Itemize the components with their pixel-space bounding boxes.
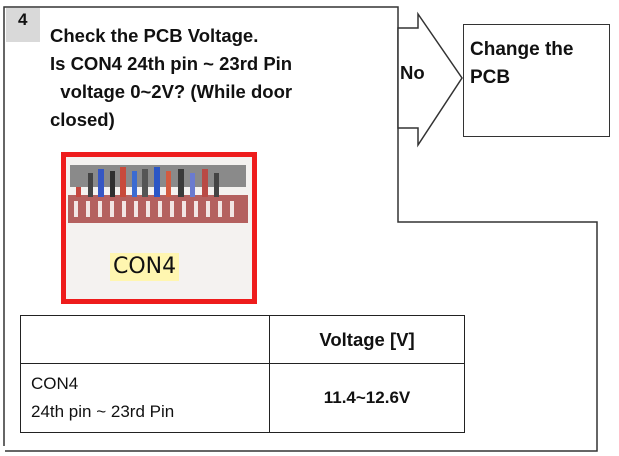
question-line: closed) — [50, 106, 398, 134]
parameter-line: 24th pin ~ 23rd Pin — [31, 398, 269, 426]
voltage-value-cell: 11.4~12.6V — [270, 364, 465, 433]
table-header-row: Voltage [V] — [21, 316, 465, 364]
question-line: Check the PCB Voltage. — [50, 22, 398, 50]
connector-photo: CON4 — [61, 152, 257, 304]
action-line: PCB — [470, 64, 609, 92]
question-line: voltage 0~2V? (While door — [50, 78, 398, 106]
no-branch-label: No — [400, 62, 425, 84]
table-header: Voltage [V] — [270, 316, 465, 364]
question-line: Is CON4 24th pin ~ 23rd Pin — [50, 50, 398, 78]
table-header — [21, 316, 270, 364]
question-text: Check the PCB Voltage. Is CON4 24th pin … — [50, 22, 398, 134]
step-number: 4 — [18, 10, 27, 30]
table-row: CON4 24th pin ~ 23rd Pin 11.4~12.6V — [21, 364, 465, 433]
action-box: Change the PCB — [463, 24, 610, 137]
voltage-table: Voltage [V] CON4 24th pin ~ 23rd Pin 11.… — [20, 315, 465, 433]
parameter-cell: CON4 24th pin ~ 23rd Pin — [21, 364, 270, 433]
parameter-line: CON4 — [31, 370, 269, 398]
step-number-badge: 4 — [6, 8, 40, 42]
action-line: Change the — [470, 36, 609, 64]
connector-label: CON4 — [110, 253, 179, 281]
